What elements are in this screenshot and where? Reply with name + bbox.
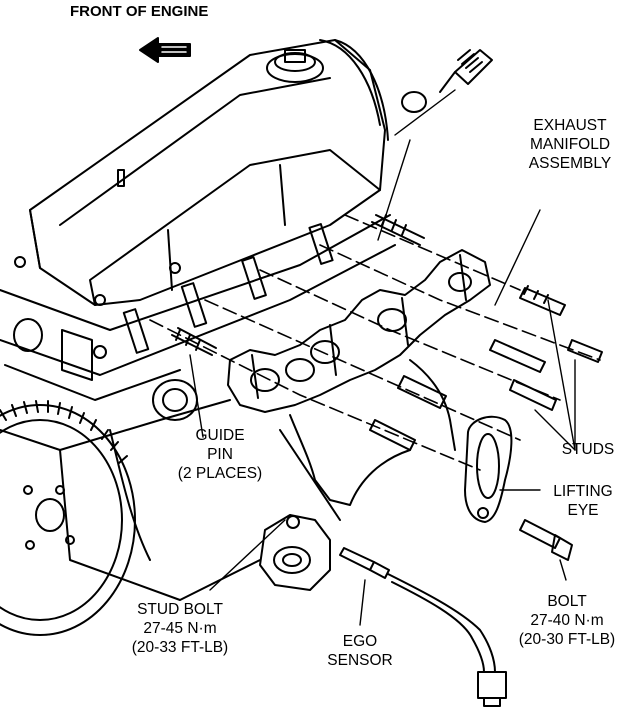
exhaust-manifold	[227, 249, 491, 521]
label-exhaust-manifold: EXHAUST MANIFOLD ASSEMBLY	[528, 117, 612, 172]
lifting-eye	[464, 415, 513, 523]
spark-plug	[401, 49, 493, 113]
studs	[369, 285, 603, 451]
ego-sensor	[339, 547, 507, 707]
manifold-outlet	[259, 514, 331, 591]
alignment-lines	[149, 214, 601, 471]
label-bolt: BOLT 27-40 N·m (20-30 FT-LB)	[518, 593, 616, 648]
leader-lines	[189, 89, 576, 626]
label-lifting-eye: LIFTING EYE	[553, 483, 613, 519]
arrow-left-icon	[139, 37, 191, 63]
flywheel	[0, 400, 136, 636]
page-title: FRONT OF ENGINE	[70, 3, 209, 20]
label-studs: STUDS	[561, 441, 615, 458]
label-stud-bolt: STUD BOLT 27-45 N·m (20-33 FT-LB)	[131, 601, 229, 656]
valve-cover	[14, 39, 389, 306]
label-ego-sensor: EGO SENSOR	[327, 633, 393, 669]
engine-block	[0, 379, 261, 601]
label-guide-pin: GUIDE PIN (2 PLACES)	[177, 427, 263, 482]
bolt	[519, 519, 573, 561]
guide-pin	[171, 214, 425, 356]
